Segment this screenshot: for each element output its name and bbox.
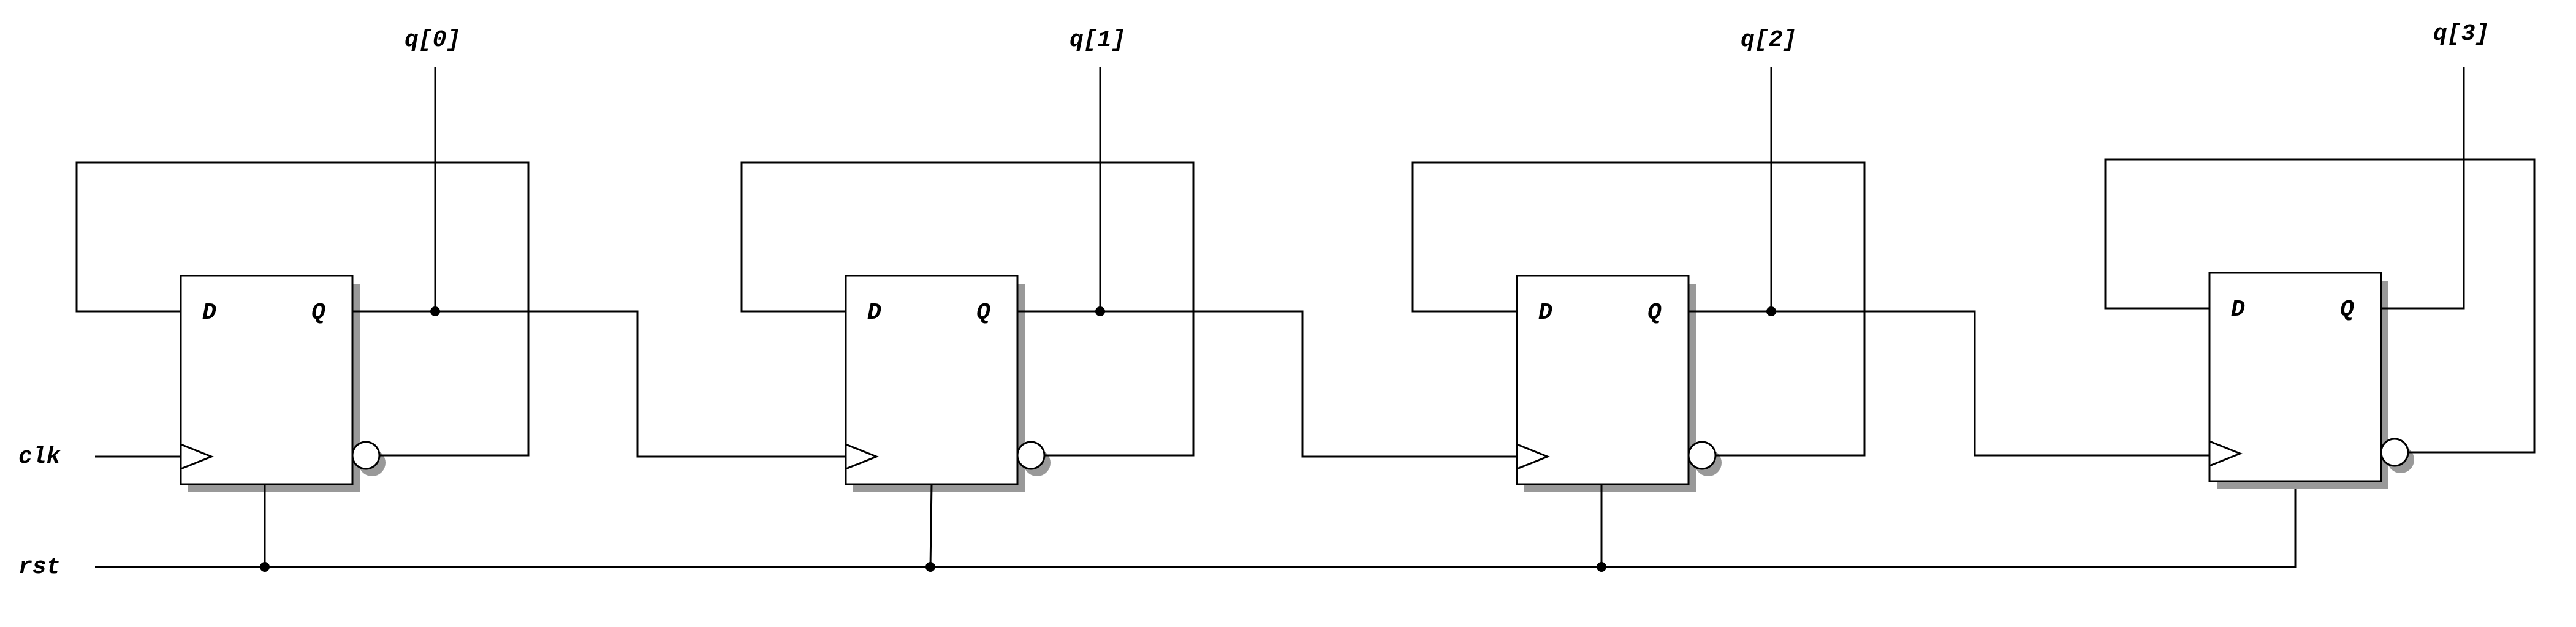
d-pin-label: D bbox=[867, 300, 881, 326]
flipflop-body bbox=[1516, 275, 1690, 485]
feedback-wire-1 bbox=[740, 161, 1195, 457]
q-pin-label: Q bbox=[311, 300, 325, 326]
feedback-wire-3 bbox=[2104, 158, 2536, 454]
q0-label: q[0] bbox=[405, 27, 460, 53]
feedback-wire-2 bbox=[1411, 161, 1866, 457]
flipflop-1: D Q bbox=[845, 275, 1051, 492]
q-bar-bubble bbox=[2380, 438, 2409, 467]
flipflop-0: D Q bbox=[180, 275, 386, 492]
q-pin-label: Q bbox=[976, 300, 990, 326]
flipflop-body bbox=[2208, 272, 2382, 482]
rst-wire-1 bbox=[929, 484, 933, 568]
q2-label: q[2] bbox=[1741, 27, 1796, 53]
q-pin-label: Q bbox=[2340, 297, 2354, 323]
rst-label: rst bbox=[18, 554, 60, 580]
clock-triangle bbox=[1516, 443, 1551, 470]
q1-label: q[1] bbox=[1070, 27, 1125, 53]
junction-dot bbox=[430, 306, 440, 316]
junction-dot bbox=[925, 562, 935, 572]
q3-label: q[3] bbox=[2433, 21, 2489, 47]
flipflop-2: D Q bbox=[1516, 275, 1722, 492]
q0-to-clk1-wire bbox=[352, 310, 846, 458]
q-bar-bubble bbox=[1016, 441, 1046, 470]
flipflop-3: D Q bbox=[2208, 272, 2414, 489]
q3-output-wire bbox=[2381, 67, 2465, 310]
q-bar-bubble bbox=[351, 441, 381, 470]
junction-dot bbox=[1766, 306, 1776, 316]
rst-bus bbox=[95, 481, 2297, 568]
d-pin-label: D bbox=[2231, 297, 2245, 323]
q-pin-label: Q bbox=[1647, 300, 1662, 326]
junction-dot bbox=[260, 562, 270, 572]
clk-label: clk bbox=[18, 444, 61, 470]
clock-triangle bbox=[2209, 440, 2243, 467]
clock-triangle bbox=[180, 443, 215, 470]
flipflop-body bbox=[845, 275, 1019, 485]
d-pin-label: D bbox=[1538, 300, 1552, 326]
junction-dot bbox=[1095, 306, 1105, 316]
flipflop-body bbox=[180, 275, 354, 485]
q2-to-clk3-wire bbox=[1689, 310, 2209, 457]
clock-triangle bbox=[845, 443, 880, 470]
q1-to-clk2-wire bbox=[1017, 310, 1517, 458]
d-pin-label: D bbox=[202, 300, 216, 326]
feedback-wire-0 bbox=[75, 161, 530, 457]
q-bar-bubble bbox=[1687, 441, 1717, 470]
junction-dot bbox=[1597, 562, 1606, 572]
